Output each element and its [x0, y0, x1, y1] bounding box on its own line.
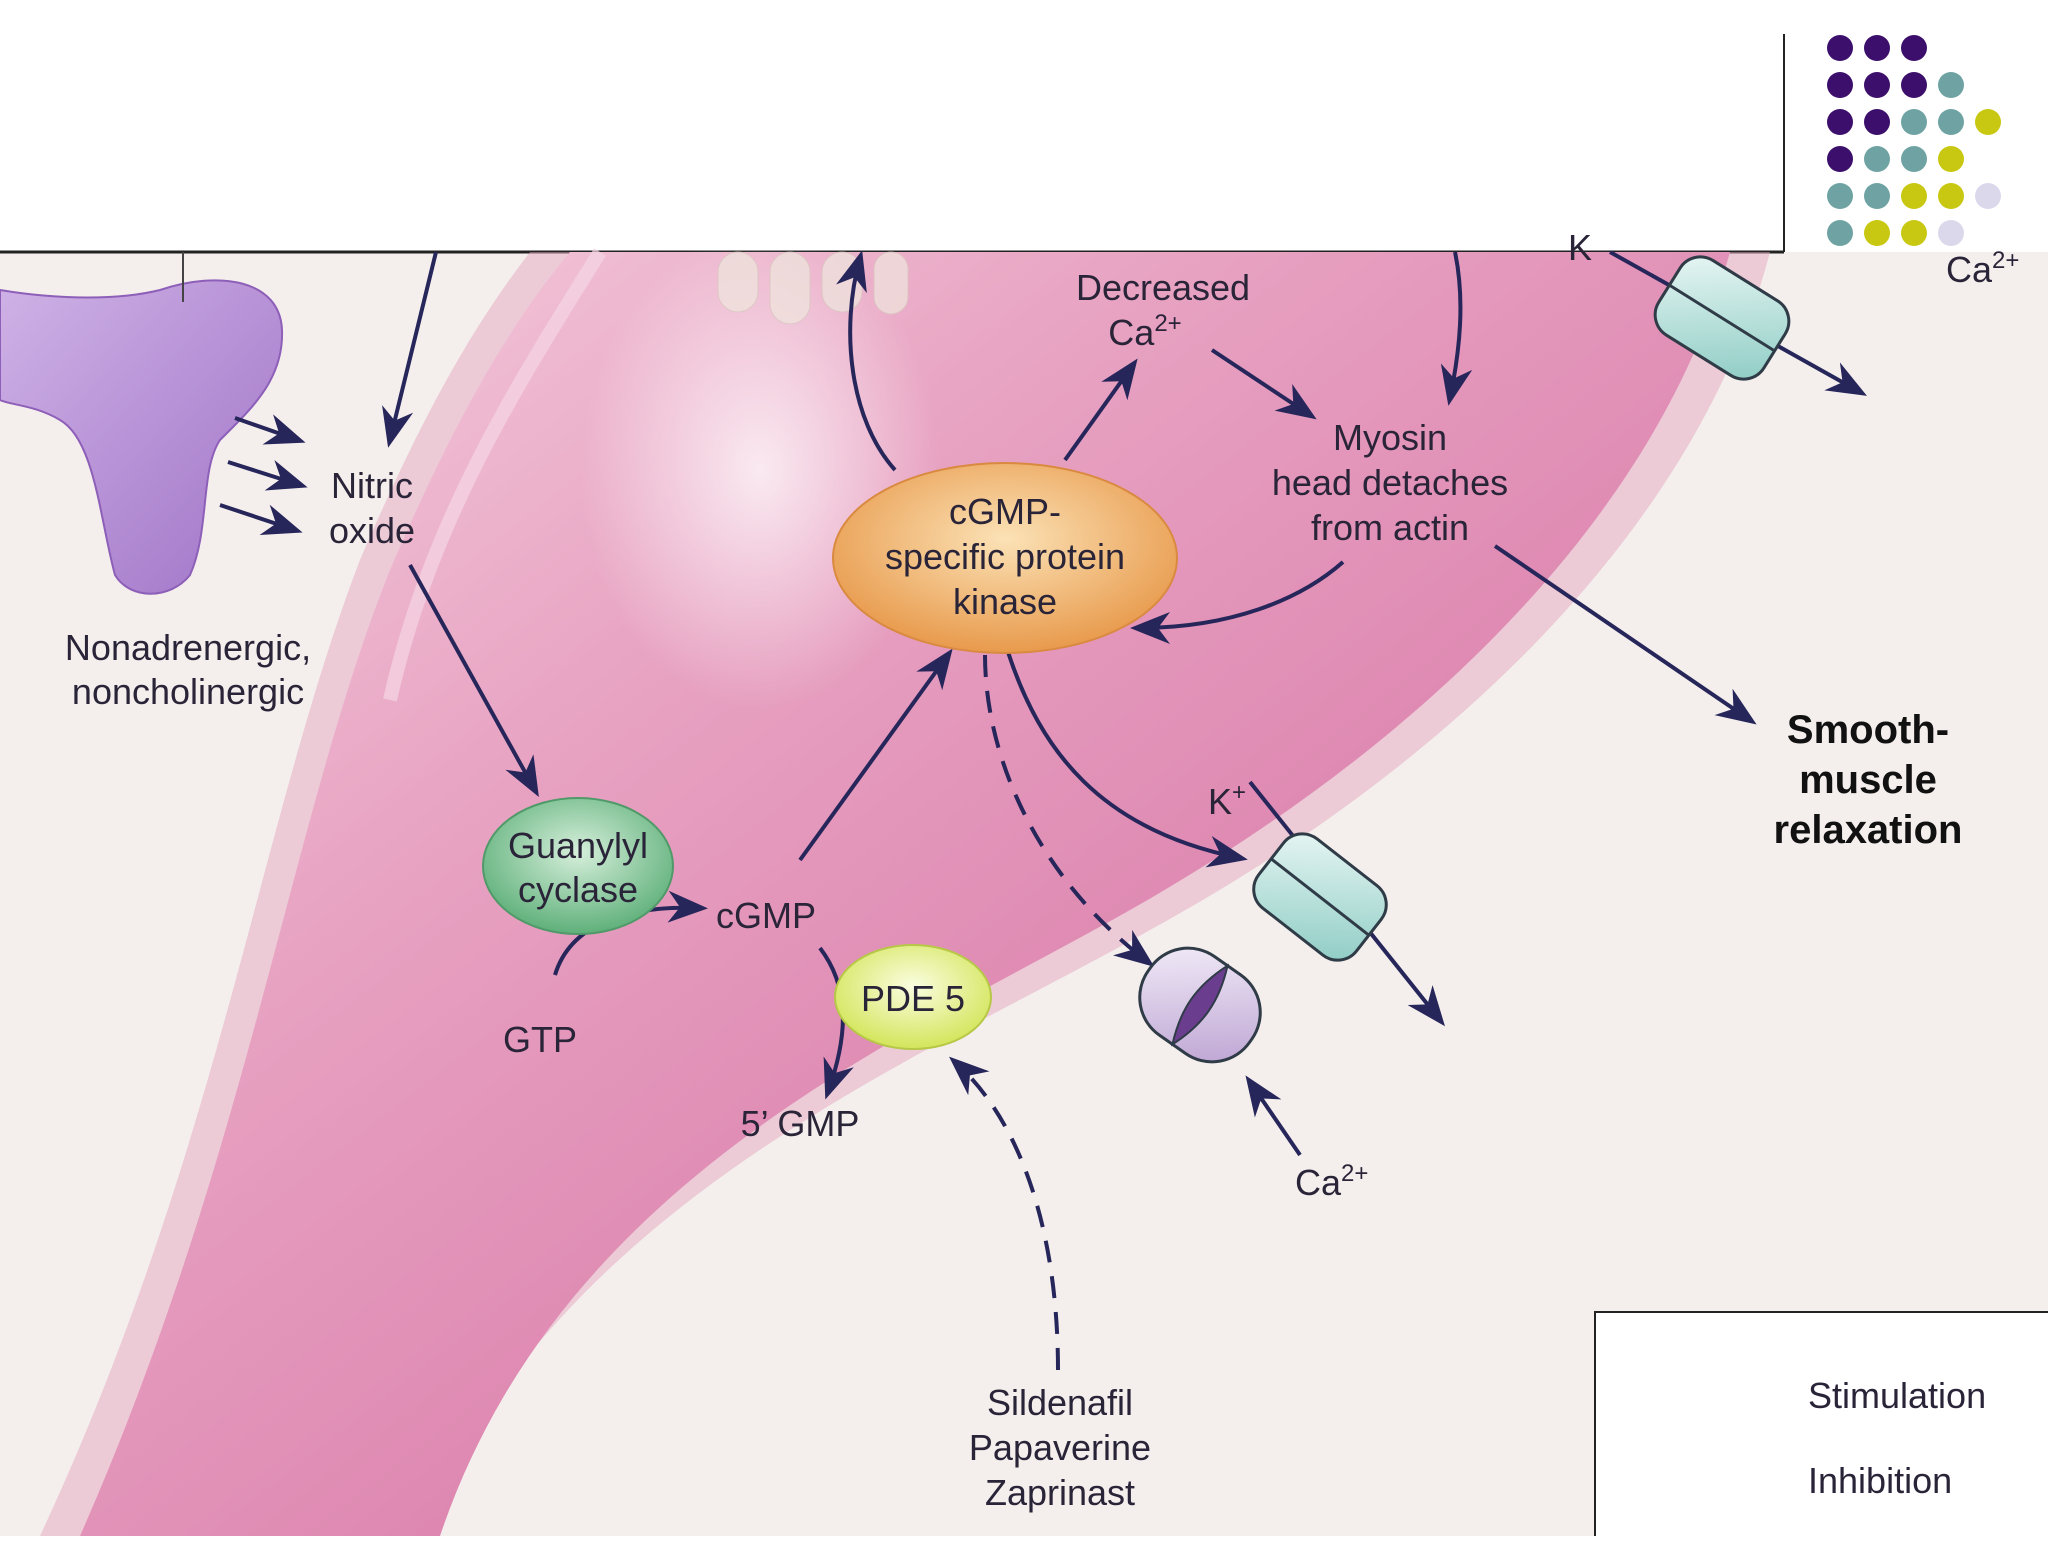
arrow-kinase-up	[836, 250, 897, 472]
drug-label-sildenafil: Sildenafil	[987, 1382, 1133, 1423]
decorative-dot	[1901, 146, 1927, 172]
arrow-ca-to-myosin	[1210, 348, 1317, 420]
decorative-dot	[1864, 183, 1890, 209]
ca-label-upper: Ca2+	[1946, 247, 2019, 290]
decorative-dot	[1901, 183, 1927, 209]
arrow-ca-influx	[1245, 1075, 1302, 1157]
arrow-kinase-to-k-channel	[1006, 651, 1248, 868]
decorative-dot	[1864, 220, 1890, 246]
decorative-dot	[1975, 109, 2001, 135]
decorative-dot	[1938, 183, 1964, 209]
decorative-dot	[1827, 220, 1853, 246]
decorative-dot	[1864, 72, 1890, 98]
decreased-ca-label: Ca2+	[1108, 310, 1181, 353]
arrow-into-myosin	[1440, 251, 1473, 406]
pde5-ellipse	[834, 944, 992, 1050]
inhibition-drugs-to-pde5	[949, 1056, 1060, 1371]
decorative-dot-grid	[1827, 35, 2001, 246]
decorative-dot	[1827, 183, 1853, 209]
kinase-ellipse	[832, 462, 1178, 654]
relaxation-label-line1: Smooth-	[1787, 708, 1949, 752]
decorative-dot	[1827, 35, 1853, 61]
drug-label-papaverine: Papaverine	[969, 1427, 1151, 1468]
nitric-oxide-label-line1: Nitric	[331, 465, 413, 506]
myosin-label-line1: Myosin	[1333, 417, 1447, 458]
decreased-label: Decreased	[1076, 267, 1250, 308]
legend: Stimulation Inhibition	[1594, 1311, 2048, 1541]
decorative-dot	[1975, 183, 2001, 209]
5-gmp-label: 5’ GMP	[741, 1103, 860, 1144]
arrow-into-nitric-oxide	[382, 251, 438, 448]
decorative-dot	[1864, 146, 1890, 172]
nanc-label-line2: noncholinergic	[72, 671, 304, 712]
arrow-nerve-no-3	[219, 503, 303, 536]
pde5-label: PDE 5	[861, 978, 965, 1019]
arrow-nerve-no-2	[227, 460, 308, 491]
decorative-dot	[1938, 220, 1964, 246]
relaxation-label-line2: muscle	[1799, 758, 1937, 802]
myosin-label-line3: from actin	[1311, 507, 1469, 548]
decorative-dot	[1827, 109, 1853, 135]
decorative-dot	[1901, 220, 1927, 246]
legend-box	[1594, 1311, 2048, 1541]
k-channel-icon-upper	[1653, 255, 1791, 381]
arrow-nerve-no-1	[234, 414, 306, 445]
kinase-label-line3: kinase	[953, 581, 1057, 622]
decorative-dot	[1827, 146, 1853, 172]
slide-header	[0, 0, 2048, 252]
cgmp-label: cGMP	[716, 895, 816, 936]
decorative-dot	[1864, 109, 1890, 135]
legend-inhibition-label: Inhibition	[1808, 1460, 1952, 1501]
guanylyl-label-line1: Guanylyl	[508, 825, 648, 866]
ca-label-lower: Ca2+	[1295, 1160, 1368, 1203]
drug-label-zaprinast: Zaprinast	[985, 1472, 1135, 1513]
inhibition-kinase-to-ca-channel	[983, 654, 1155, 967]
decorative-dot	[1938, 109, 1964, 135]
k-label-lower: K+	[1208, 779, 1246, 822]
myosin-label-line2: head detaches	[1272, 462, 1508, 503]
decorative-dot	[1827, 72, 1853, 98]
relaxation-label-line3: relaxation	[1774, 808, 1963, 852]
decorative-dot	[1938, 72, 1964, 98]
nanc-label-line1: Nonadrenergic,	[65, 627, 311, 668]
gtp-label: GTP	[503, 1019, 577, 1060]
k-channel-icon-lower	[1252, 832, 1388, 962]
decorative-dot	[1901, 35, 1927, 61]
decorative-dot	[1938, 146, 1964, 172]
decorative-dot	[1864, 35, 1890, 61]
arrow-to-relaxation	[1493, 544, 1757, 725]
kinase-label-line1: cGMP-	[949, 491, 1061, 532]
kinase-label-line2: specific protein	[885, 536, 1125, 577]
arrow-myosin-to-kinase	[1130, 560, 1345, 644]
legend-stimulation-label: Stimulation	[1808, 1375, 1986, 1416]
nerve-terminal-icon	[0, 252, 284, 595]
guanylyl-label-line2: cyclase	[518, 869, 638, 910]
arrow-kinase-to-ca	[1063, 358, 1138, 462]
guanylyl-cyclase-ellipse	[482, 797, 674, 935]
k-label-upper: K	[1568, 227, 1592, 268]
arrow-no-to-guanylyl	[408, 564, 539, 797]
nitric-oxide-label-line2: oxide	[329, 510, 415, 551]
decorative-dot	[1901, 109, 1927, 135]
arrow-cgmp-to-kinase	[798, 648, 953, 862]
ca-channel-icon	[1138, 946, 1262, 1064]
decorative-dot	[1901, 72, 1927, 98]
